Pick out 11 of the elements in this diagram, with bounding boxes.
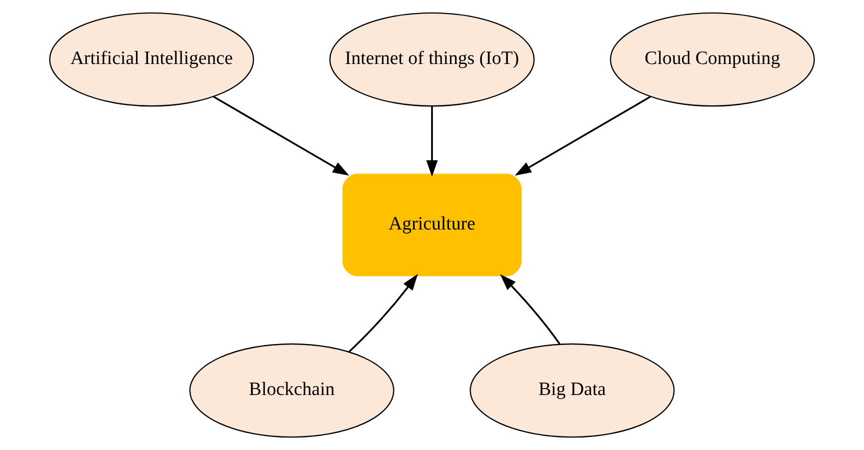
- node-ellipse: Internet of things (IoT): [329, 12, 535, 107]
- node-ellipse: Artificial Intelligence: [49, 12, 254, 107]
- arrow: [213, 96, 350, 176]
- node-ellipse: Cloud Computing: [610, 12, 815, 107]
- arrow: [500, 274, 561, 345]
- arrow: [514, 96, 651, 176]
- arrow: [348, 274, 418, 352]
- node-box: Agriculture: [342, 174, 522, 276]
- arrow: [426, 106, 438, 177]
- node-ellipse: Big Data: [470, 343, 675, 438]
- node-ellipse: Blockchain: [189, 343, 394, 438]
